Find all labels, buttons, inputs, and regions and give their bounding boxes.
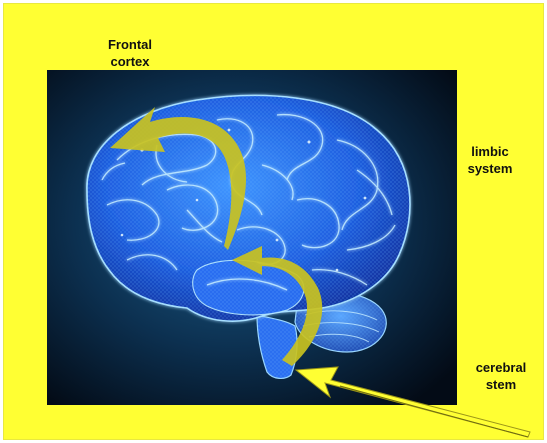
label-limbic-line2: system [450,160,530,177]
label-limbic-system: limbic system [450,143,530,177]
label-limbic-line1: limbic [450,143,530,160]
label-frontal-line1: Frontal [90,36,170,53]
label-cerebral-stem: cerebral stem [461,359,541,393]
brain-image [47,70,457,405]
label-frontal-line2: cortex [90,53,170,70]
label-stem-line2: stem [461,376,541,393]
label-stem-line1: cerebral [461,359,541,376]
label-frontal-cortex: Frontal cortex [90,36,170,70]
brain-image-panel [47,70,457,405]
